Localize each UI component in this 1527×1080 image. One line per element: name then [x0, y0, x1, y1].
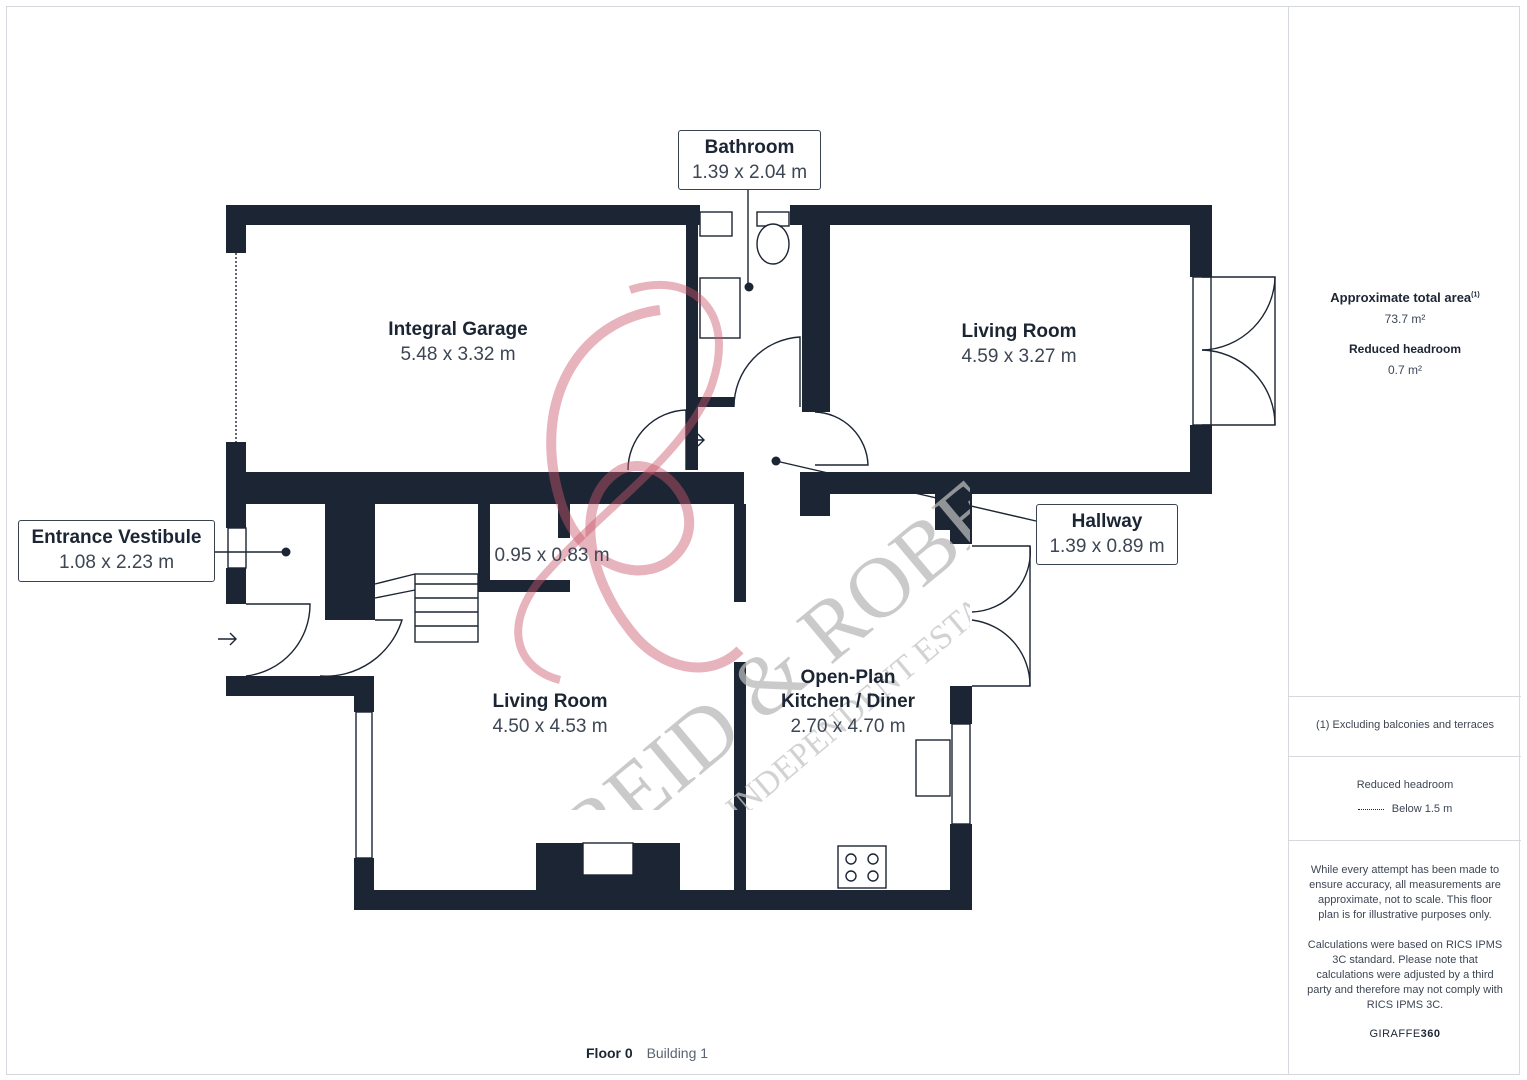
room-name: Living Room — [961, 321, 1077, 342]
reduced-headroom-value: 0.7 m² — [1387, 363, 1422, 377]
total-area-label-text: Approximate total area — [1330, 290, 1472, 305]
floor-label: Floor 0 — [586, 1045, 633, 1061]
windows — [227, 253, 1212, 859]
area-section: Approximate total area(1) 73.7 m² Reduce… — [1289, 290, 1521, 377]
disclaimer-2: Calculations were based on RICS IPMS 3C … — [1307, 939, 1503, 1011]
dotted-line-icon — [1357, 808, 1384, 810]
floor-plan — [214, 190, 1276, 910]
kitchen-label: Open-Plan Kitchen / Diner 2.70 x 4.70 m — [748, 666, 948, 740]
room-name: Hallway — [1071, 511, 1143, 532]
fixtures — [582, 211, 951, 889]
total-area-label: Approximate total area(1) — [1289, 290, 1521, 305]
building-label: Building 1 — [646, 1045, 709, 1061]
legend-section: Reduced headroom Below 1.5 m — [1289, 778, 1521, 817]
bathroom-label: Bathroom 1.39 x 2.04 m — [678, 130, 821, 190]
room-dimensions: 1.39 x 0.89 m — [1049, 536, 1165, 557]
room-dimensions: 0.95 x 0.83 m — [494, 545, 610, 566]
page-frame — [6, 6, 1520, 1075]
hallway-label: Hallway 1.39 x 0.89 m — [1036, 504, 1178, 565]
room-dimensions: 4.59 x 3.27 m — [961, 346, 1077, 367]
info-sidebar: Approximate total area(1) 73.7 m² Reduce… — [1288, 6, 1521, 1075]
room-name: Entrance Vestibule — [31, 527, 202, 548]
room-name: Bathroom — [704, 137, 795, 158]
vestibule-label: Entrance Vestibule 1.08 x 2.23 m — [18, 520, 215, 582]
walls — [226, 205, 1212, 910]
brand-suffix: 360 — [1420, 1028, 1441, 1040]
room-name: Integral Garage — [388, 319, 528, 340]
brand-logo: GIRAFFE360 — [1289, 1028, 1521, 1040]
legend-item: Below 1.5 m — [1289, 802, 1521, 817]
room-dimensions: 2.70 x 4.70 m — [790, 716, 906, 737]
floor-caption: Floor 0 Building 1 — [586, 1045, 708, 1061]
disclaimer-1: While every attempt has been made to ens… — [1309, 864, 1501, 921]
legend-title: Reduced headroom — [1356, 779, 1454, 791]
footnote: (1) Excluding balconies and terraces — [1316, 719, 1494, 731]
room-dimensions: 1.08 x 2.23 m — [58, 552, 175, 573]
garage-label: Integral Garage 5.48 x 3.32 m — [338, 318, 578, 368]
divider — [1289, 840, 1521, 841]
room-name: Living Room — [492, 691, 608, 712]
cupboard-label: 0.95 x 0.83 m — [480, 543, 624, 569]
room-dimensions: 4.50 x 4.53 m — [492, 716, 608, 737]
reduced-headroom-label: Reduced headroom — [1348, 342, 1462, 356]
divider — [1289, 696, 1521, 697]
room-name-line1: Open-Plan — [800, 667, 896, 688]
room-name-line2: Kitchen / Diner — [780, 691, 916, 712]
room-dimensions: 1.39 x 2.04 m — [691, 162, 808, 183]
divider — [1289, 756, 1521, 757]
stairs — [374, 573, 479, 643]
legend-item-label: Below 1.5 m — [1391, 803, 1453, 815]
total-area-sup: (1) — [1471, 291, 1480, 299]
leaders — [214, 190, 1037, 557]
brand-prefix: GIRAFFE — [1369, 1028, 1421, 1040]
doors — [218, 276, 1276, 687]
total-area-value: 73.7 m² — [1384, 312, 1426, 326]
living-room-main-label: Living Room 4.50 x 4.53 m — [430, 690, 670, 740]
room-dimensions: 5.48 x 3.32 m — [400, 344, 516, 365]
living-room-right-label: Living Room 4.59 x 3.27 m — [899, 320, 1139, 370]
